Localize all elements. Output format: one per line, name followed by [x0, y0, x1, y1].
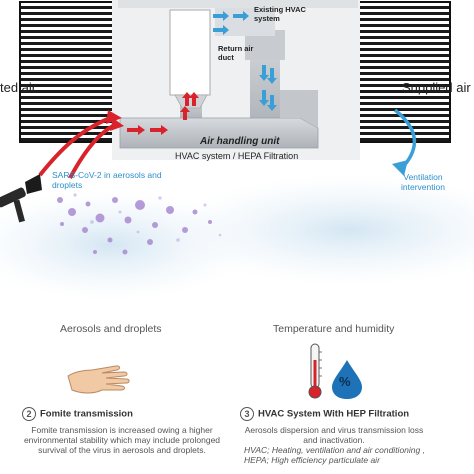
panel-number-badge: 3	[240, 407, 254, 421]
panel-hvac-note-hvac: HVAC; Heating, ventilation and air condi…	[244, 445, 425, 455]
panel-fomite-title-row: 2 Fomite transmission	[22, 407, 222, 421]
panel-hvac-title: HVAC System With HEP Filtration	[258, 408, 410, 420]
sars-cov2-label: SARS-CoV-2 in aerosols and droplets	[52, 170, 162, 190]
panel-fomite: 2 Fomite transmission Fomite transmission…	[22, 407, 222, 455]
hvac-diagram	[19, 0, 451, 179]
supplied-air-label: Supplied air	[402, 80, 471, 95]
hand-icon	[67, 365, 130, 394]
ventilation-label: Ventilation intervention	[401, 172, 445, 192]
hvac-hepa-caption: HVAC system / HEPA Filtration	[175, 151, 299, 161]
temperature-humidity-heading: Temperature and humidity	[273, 323, 395, 335]
returned-air-label: ted air	[0, 80, 37, 95]
panel-hvac: 3 HVAC System With HEP Filtration Aerosol…	[240, 407, 460, 465]
thermometer-icon	[308, 343, 322, 399]
humidity-percent-symbol: %	[339, 374, 351, 389]
sprayer-icon	[0, 174, 42, 223]
aerosol-scene	[0, 174, 474, 300]
panel-fomite-body: Fomite transmission is increased owing a…	[23, 425, 221, 455]
existing-hvac-label: Existing HVAC system	[254, 5, 306, 23]
panel-hvac-body: Aerosols dispersion and virus transmissi…	[244, 425, 424, 445]
humidity-drop-icon	[332, 360, 362, 399]
panel-hvac-title-row: 3 HVAC System With HEP Filtration	[240, 407, 460, 421]
panel-number-badge: 2	[22, 407, 36, 421]
panel-hvac-note-hepa: HEPA; High efficiency particulate air	[244, 455, 380, 465]
aerosols-droplets-heading: Aerosols and droplets	[60, 323, 162, 335]
return-duct-label: Return air duct	[218, 44, 254, 62]
air-handling-unit-label: Air handling unit	[200, 136, 280, 147]
panel-fomite-title: Fomite transmission	[40, 408, 133, 420]
